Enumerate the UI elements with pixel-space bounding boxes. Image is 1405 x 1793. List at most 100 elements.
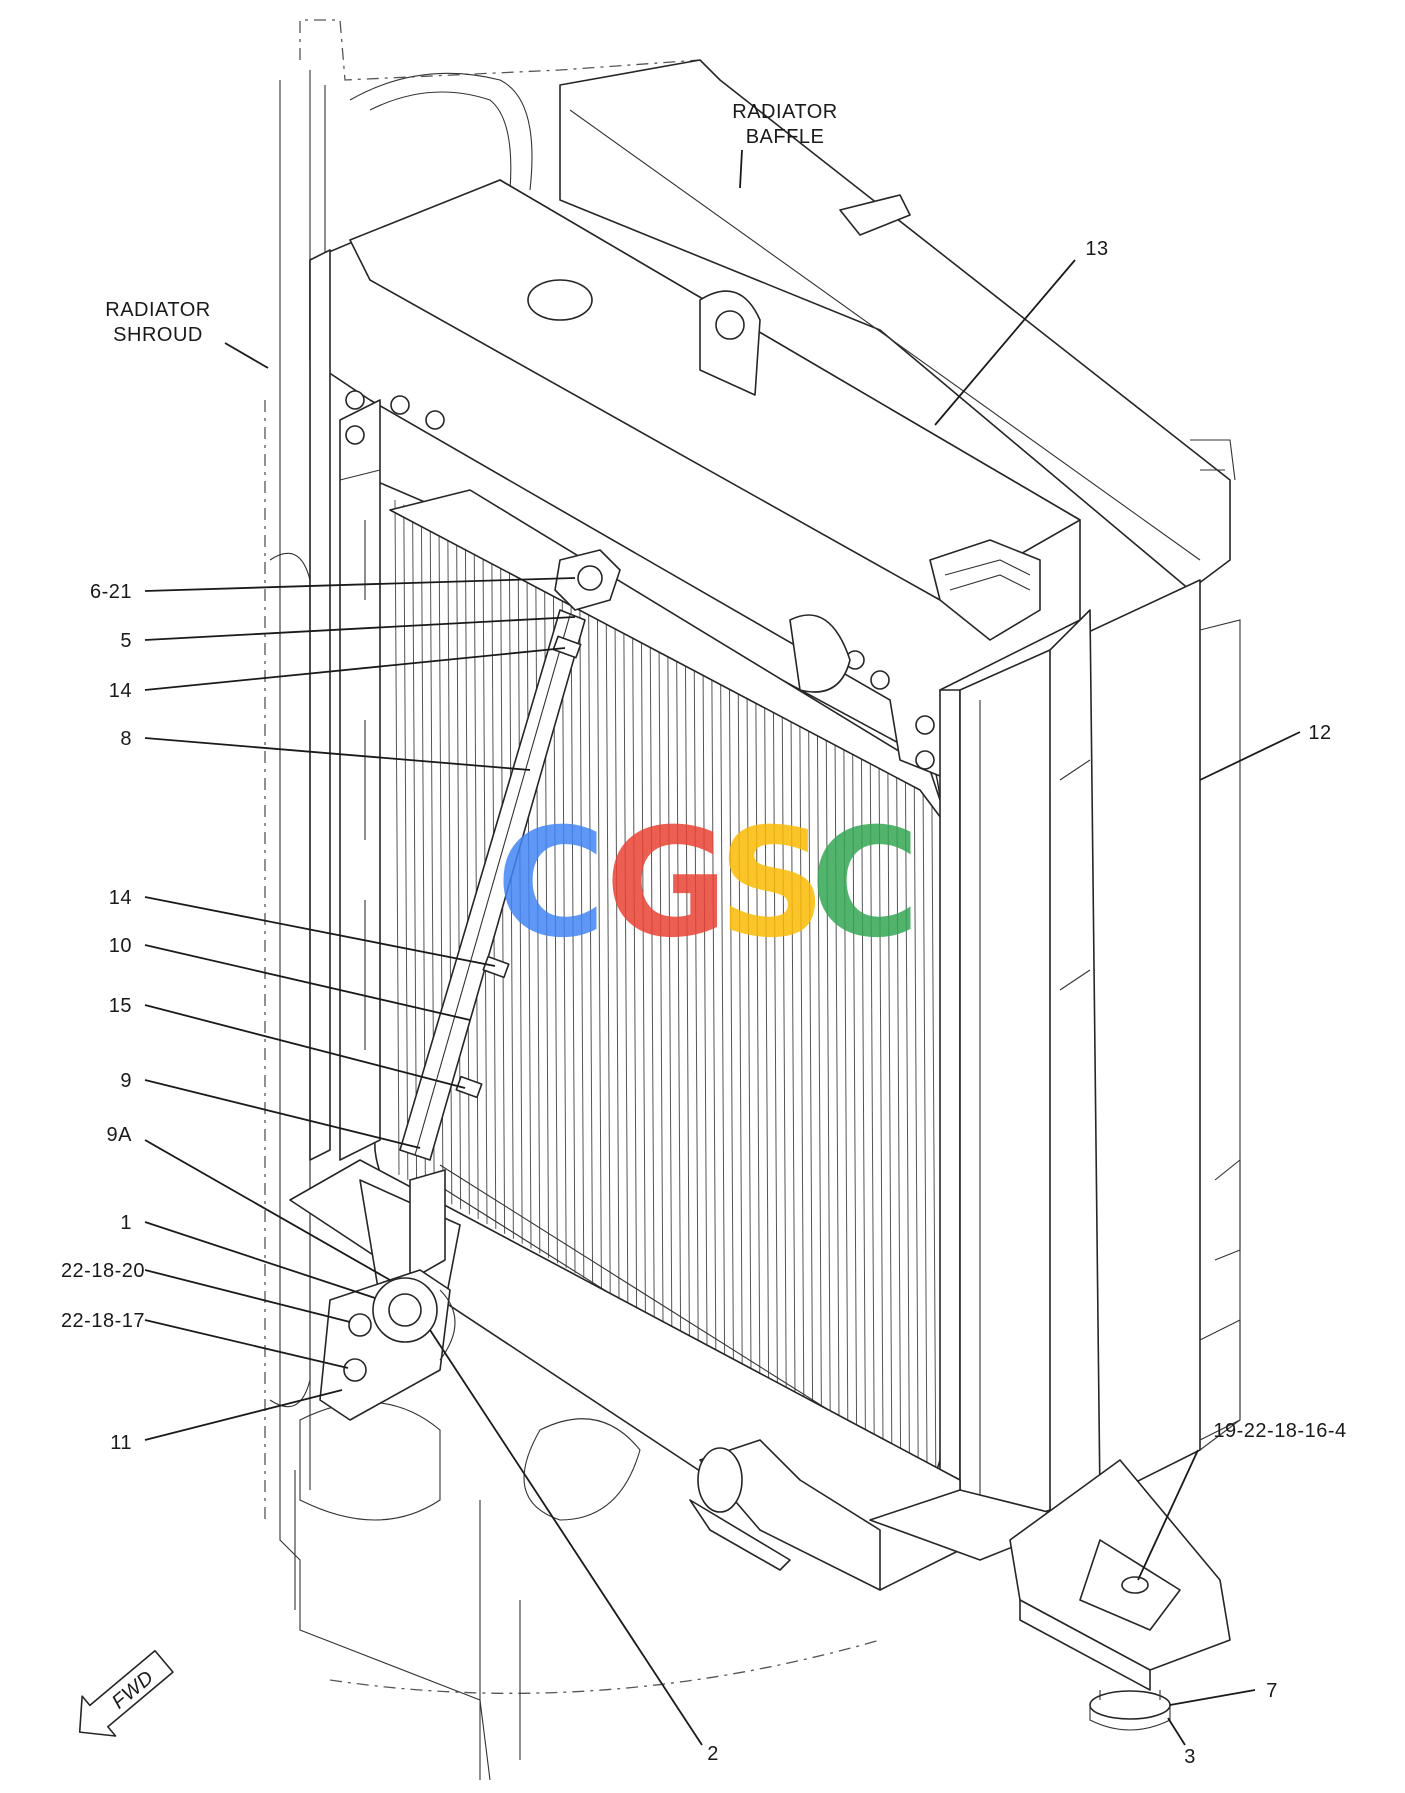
- core-fin-line: [561, 587, 567, 1269]
- core-fin-line: [887, 757, 893, 1450]
- leader-13: [934, 259, 1076, 426]
- core-fin-line: [464, 536, 470, 1215]
- leader-22-18-17: [144, 1319, 349, 1369]
- core-fin-line: [403, 504, 409, 1180]
- core-fin-line: [878, 752, 884, 1445]
- core-fin-line: [790, 706, 796, 1396]
- leader-15: [144, 1004, 466, 1089]
- callout-1: 1: [120, 1212, 132, 1234]
- core-fin-line: [737, 679, 743, 1367]
- watermark-letter-s: S: [718, 797, 826, 971]
- label-radiator-shroud-line1: RADIATOR: [105, 299, 211, 321]
- core-fins: [394, 499, 937, 1474]
- callout-8: 8: [120, 728, 132, 750]
- leader-10: [144, 944, 471, 1021]
- pivot-mount: [319, 1269, 456, 1421]
- callout-22-18-17: 22-18-17: [61, 1310, 145, 1332]
- leader-1: [144, 1221, 376, 1299]
- callout-9a: 9A: [107, 1124, 133, 1146]
- watermark-letter-c2: C: [810, 797, 920, 971]
- core-fin-line: [658, 637, 664, 1323]
- core-fin-line: [852, 739, 858, 1430]
- callout-22-18-20: 22-18-20: [61, 1260, 145, 1282]
- core-fin-line: [834, 729, 840, 1421]
- leader-6-21: [144, 577, 576, 592]
- core-fin-line: [640, 628, 646, 1313]
- label-radiator-shroud-line2: SHROUD: [113, 324, 203, 346]
- core-fin-line: [623, 619, 629, 1303]
- core-fin-line: [755, 688, 761, 1376]
- callout-10: 10: [109, 935, 132, 957]
- core-fin-line: [728, 674, 734, 1362]
- core-fin-line: [869, 748, 875, 1440]
- core-fin-line: [711, 665, 717, 1352]
- leader-5: [144, 616, 576, 641]
- core-fin-line: [808, 716, 814, 1406]
- core-fin-line: [702, 660, 708, 1347]
- core-fin-line: [596, 605, 602, 1288]
- core-fin-line: [588, 601, 594, 1283]
- callout-9: 9: [120, 1070, 132, 1092]
- core-fin-line: [720, 670, 726, 1357]
- leader-14a: [144, 647, 566, 691]
- callout-14a: 14: [109, 680, 132, 702]
- core-fin-line: [781, 702, 787, 1391]
- core-fin-line: [746, 683, 752, 1372]
- core-fin-line: [605, 610, 611, 1293]
- callout-13: 13: [1085, 238, 1108, 260]
- isolator-mount: [1009, 1158, 1241, 1731]
- core-fin-line: [667, 642, 673, 1327]
- leader-14b: [144, 896, 496, 967]
- core-fin-line: [764, 693, 770, 1381]
- core-fin-line: [579, 596, 585, 1278]
- radiator-baffle: [559, 59, 1236, 591]
- core-fin-line: [517, 564, 523, 1244]
- core-fin-line: [570, 591, 576, 1274]
- leader-11: [144, 1389, 343, 1441]
- core-fin-line: [632, 624, 638, 1308]
- core-fin-line: [447, 527, 453, 1205]
- core-fin-line: [693, 656, 699, 1342]
- core-fin-line: [816, 720, 822, 1411]
- cgsc-watermark: C G S C: [496, 797, 920, 971]
- leader-7: [1169, 1689, 1256, 1706]
- core-fin-line: [412, 509, 418, 1185]
- fwd-arrow-icon: [78, 1649, 174, 1737]
- leader-radiator-baffle: [739, 149, 743, 189]
- core-fin-line: [922, 775, 928, 1470]
- callout-6-21: 6-21: [90, 581, 132, 603]
- leader-8: [144, 737, 531, 771]
- callout-3: 3: [1184, 1746, 1196, 1768]
- core-fin-line: [508, 559, 514, 1239]
- core-fin-line: [931, 780, 937, 1474]
- core-fin-line: [904, 766, 910, 1460]
- core-fin-line: [684, 651, 690, 1337]
- callout-15: 15: [109, 995, 132, 1017]
- core-fin-line: [676, 647, 682, 1332]
- core-fin-line: [860, 743, 866, 1435]
- radiator-frame: [309, 179, 1081, 1541]
- leader-3: [1167, 1717, 1186, 1746]
- leader-19-22-18-16-4: [1137, 1449, 1199, 1581]
- callout-19-22-18-16-4: 19-22-18-16-4: [1213, 1420, 1346, 1442]
- side-panel: [1039, 579, 1241, 1521]
- core-fin-line: [456, 532, 462, 1210]
- core-fin-line: [526, 568, 532, 1249]
- label-radiator-baffle-line1: RADIATOR: [732, 101, 838, 123]
- callout-14b: 14: [109, 887, 132, 909]
- callout-7: 7: [1266, 1680, 1278, 1702]
- core-fin-line: [394, 499, 400, 1176]
- core-fin-line: [843, 734, 849, 1425]
- core-fin-line: [896, 762, 902, 1455]
- leader-lines: [144, 149, 1301, 1746]
- core-fin-line: [614, 614, 620, 1298]
- core-fin-line: [473, 541, 479, 1220]
- support-rod: [399, 549, 621, 1281]
- fwd-arrow: FWD: [78, 1649, 174, 1737]
- core-fin-line: [772, 697, 778, 1386]
- callout-12: 12: [1308, 722, 1331, 744]
- leader-9a: [144, 1139, 391, 1281]
- callout-5: 5: [120, 630, 132, 652]
- labels: RADIATOR BAFFLE RADIATOR SHROUD 13 6-21 …: [61, 101, 1346, 1768]
